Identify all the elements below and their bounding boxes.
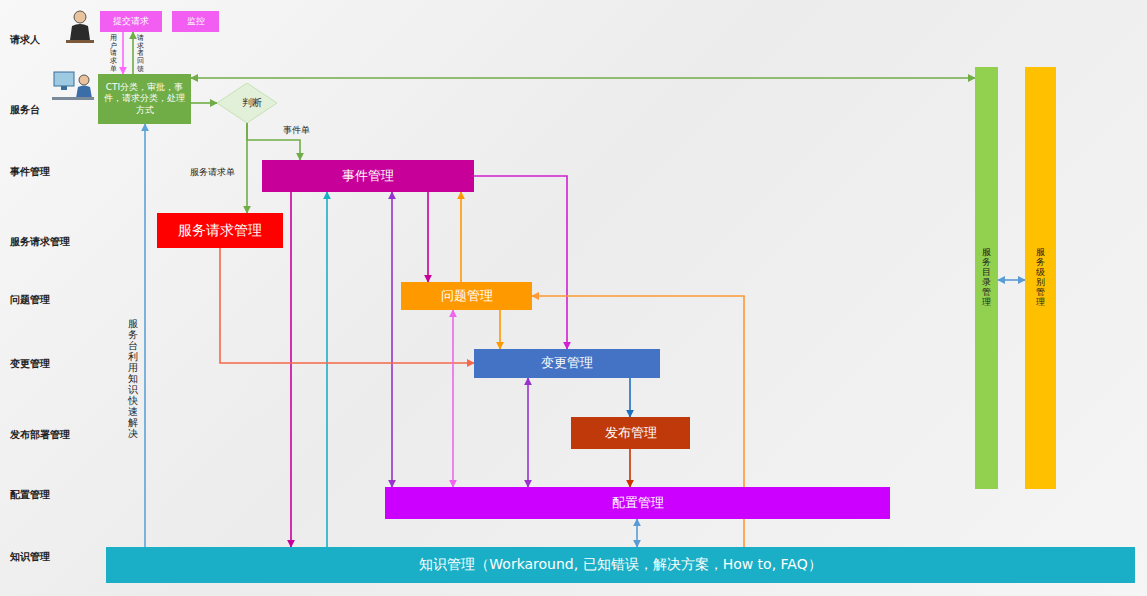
desk xyxy=(52,97,94,100)
connector xyxy=(427,192,429,282)
connector xyxy=(290,192,292,547)
connector xyxy=(191,102,217,104)
person-body xyxy=(76,86,92,99)
node-label: 配置管理 xyxy=(612,495,664,511)
connector xyxy=(452,310,454,487)
lane-label: 问题管理 xyxy=(10,293,50,307)
monitor-box: 监控 xyxy=(172,11,219,32)
person-head xyxy=(74,11,86,23)
lane-label: 变更管理 xyxy=(10,357,50,371)
node-label: 发布管理 xyxy=(605,425,657,441)
node-label: 变更管理 xyxy=(541,355,593,371)
monitor-stand xyxy=(61,86,67,90)
edge-label: 请求者回馈 xyxy=(137,35,144,73)
connector xyxy=(629,378,631,417)
process-box: 服务请求管理 xyxy=(157,213,283,248)
diamond-outline xyxy=(217,83,277,123)
service-desk-box: CTI分类，审批，事件，请求分类，处理方式 xyxy=(98,74,191,124)
node-label: CTI分类，审批，事件，请求分类，处理方式 xyxy=(102,82,187,116)
knowledge-band: 知识管理（Workaround, 已知错误，解决方案，How to, FAQ） xyxy=(106,547,1135,583)
lane-label: 事件管理 xyxy=(10,165,50,179)
desk xyxy=(66,40,94,43)
node-label: 监控 xyxy=(187,16,205,27)
process-box: 问题管理 xyxy=(401,282,532,310)
lane-label: 服务请求管理 xyxy=(10,235,70,249)
connector xyxy=(629,449,631,487)
node-label: 事件管理 xyxy=(342,168,394,184)
sla-bar: 服务级别管理 xyxy=(1025,67,1056,489)
service-desk-icon xyxy=(52,72,94,100)
lane-label: 服务台 xyxy=(10,103,40,117)
connector xyxy=(132,32,134,74)
connector xyxy=(246,123,248,213)
node-label: 判断 xyxy=(242,97,252,110)
edge-label: 用户请求单 xyxy=(110,35,117,73)
connector xyxy=(636,519,638,547)
decision-diamond: 判断 xyxy=(217,83,277,123)
node-label: 服务请求管理 xyxy=(178,222,262,240)
edge-label: 事件单 xyxy=(283,124,310,137)
connector xyxy=(122,32,124,74)
requester-icon xyxy=(66,11,94,43)
node-label: 问题管理 xyxy=(441,288,493,304)
monitor xyxy=(54,72,74,86)
process-box: 发布管理 xyxy=(571,417,690,449)
catalog-bar: 服务目录管理 xyxy=(975,67,998,489)
node-label: 服务级别管理 xyxy=(1036,248,1045,307)
connector xyxy=(191,77,975,79)
connector xyxy=(460,192,462,282)
person-body xyxy=(70,24,90,40)
person-head xyxy=(79,75,89,85)
connector xyxy=(527,378,529,487)
request-box: 提交请求 xyxy=(100,11,162,32)
node-label: 知识管理（Workaround, 已知错误，解决方案，How to, FAQ） xyxy=(419,556,821,574)
connector xyxy=(144,124,146,547)
lane-label: 知识管理 xyxy=(10,550,50,564)
connector xyxy=(499,310,501,349)
connector xyxy=(474,176,567,349)
process-box: 变更管理 xyxy=(474,349,660,378)
node-label: 服务目录管理 xyxy=(982,248,991,307)
connector xyxy=(326,192,328,547)
lane-label: 请求人 xyxy=(10,33,40,47)
lane-label: 发布部署管理 xyxy=(10,428,70,442)
process-box: 配置管理 xyxy=(385,487,890,519)
lane-label: 配置管理 xyxy=(10,488,50,502)
connector xyxy=(998,279,1025,281)
process-box: 事件管理 xyxy=(262,160,474,192)
edge-label: 服务台利用知识快速解决 xyxy=(128,318,138,439)
connector xyxy=(391,192,393,487)
edge-label: 服务请求单 xyxy=(190,166,235,179)
node-label: 提交请求 xyxy=(113,16,149,27)
